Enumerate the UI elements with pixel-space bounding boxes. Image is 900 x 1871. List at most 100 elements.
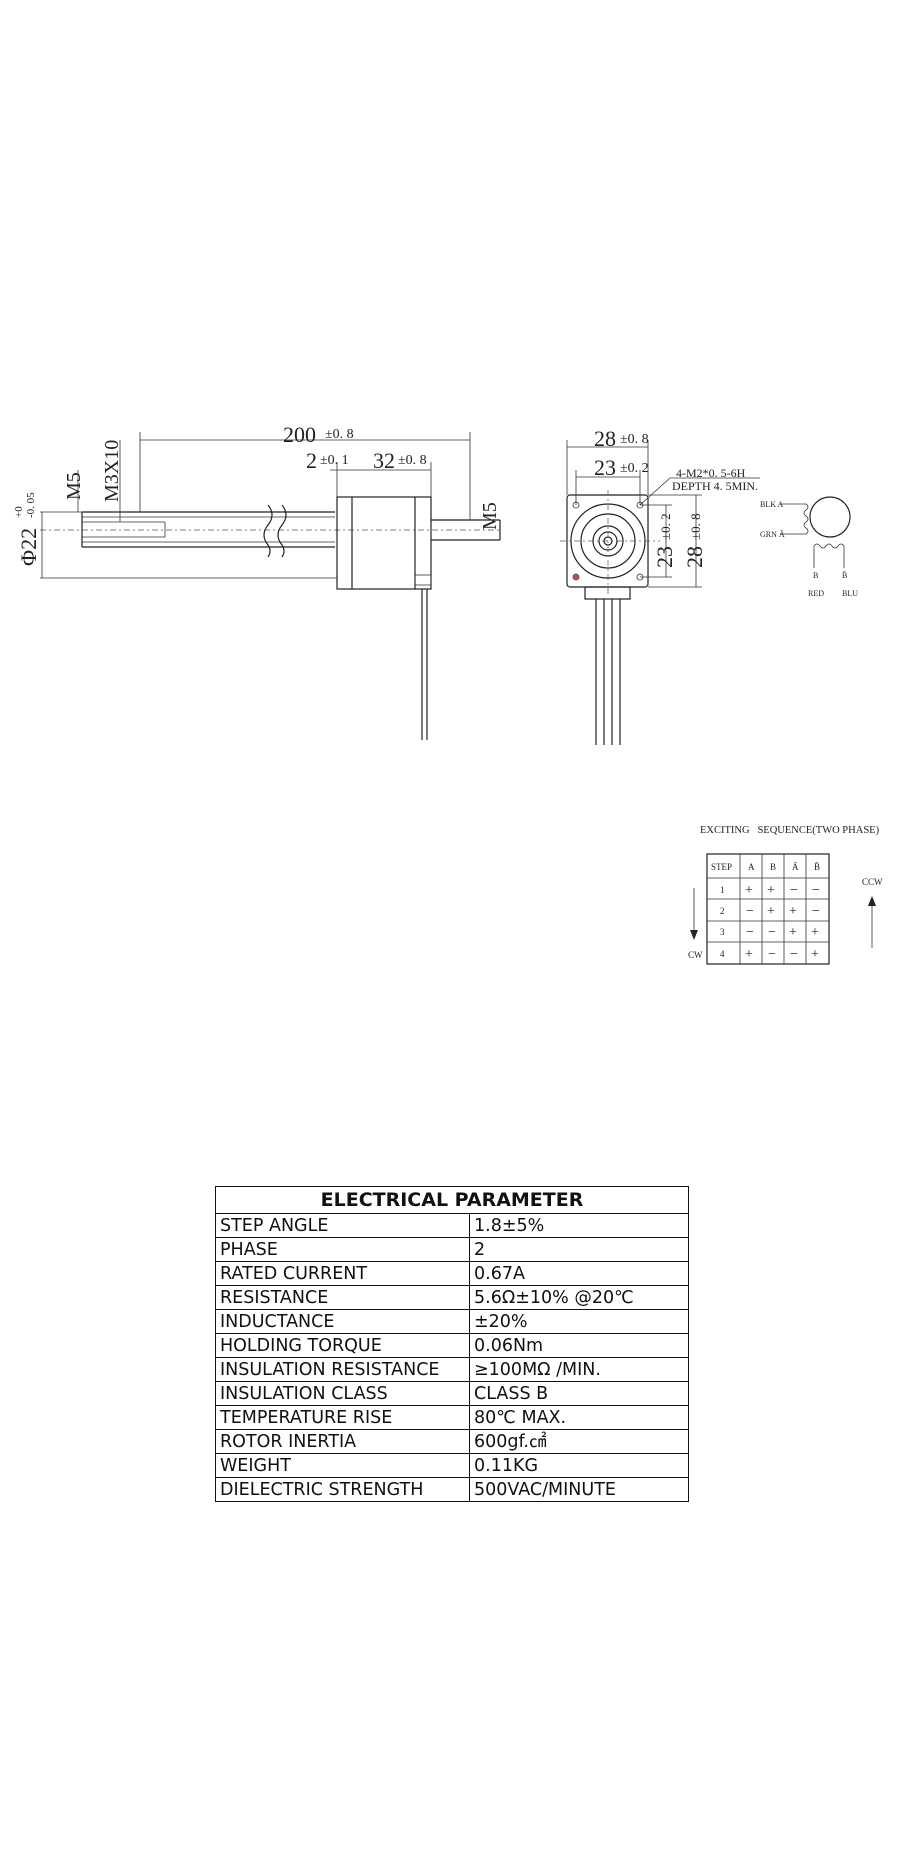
dim-gap-value: 2: [306, 448, 317, 473]
param-name: STEP ANGLE: [215, 1213, 470, 1238]
param-name: ROTOR INERTIA: [215, 1429, 470, 1454]
seq-4-bbar: +: [811, 947, 819, 962]
hole-note-line1: 4-M2*0. 5-6H: [676, 466, 746, 480]
param-value: ±20%: [469, 1309, 689, 1334]
thread-right-label: M5: [479, 502, 501, 530]
dim-outer-width-tol: ±0. 8: [620, 432, 649, 447]
param-value: 600gf.㎠: [469, 1429, 689, 1454]
cw-arrow-head: [690, 930, 698, 940]
ccw-label: CCW: [862, 877, 883, 887]
param-value: CLASS B: [469, 1381, 689, 1406]
seq-step-1: 1: [720, 885, 725, 895]
wire-label-blu: BLU: [842, 589, 858, 598]
dim-total-value: 200: [283, 422, 316, 447]
wire-label-b: B: [813, 571, 818, 580]
dim-body-value: 32: [373, 448, 395, 473]
side-view: 200 ±0. 8 2 ±0. 1 32 ±0. 8 Φ22 +0 -0. 05…: [13, 422, 501, 740]
dim-inner-height: 23: [652, 546, 677, 568]
wire-label-blk-a: BLK A: [760, 500, 784, 509]
dim-diameter-value: Φ22: [16, 528, 41, 566]
param-value: 5.6Ω±10% @20℃: [469, 1285, 689, 1310]
param-name: HOLDING TORQUE: [215, 1333, 470, 1358]
thread-left-label: M5: [63, 472, 85, 500]
dim-total-tolerance: ±0. 8: [325, 427, 354, 442]
param-name: INSULATION RESISTANCE: [215, 1357, 470, 1382]
dim-gap-tolerance: ±0. 1: [320, 453, 349, 468]
dim-outer-height: 28: [682, 546, 707, 568]
coil-a-winding: [803, 503, 809, 535]
seq-1-abar: −: [790, 883, 798, 898]
seq-4-b: −: [768, 947, 776, 962]
param-value: 0.06Nm: [469, 1333, 689, 1358]
param-value: 1.8±5%: [469, 1213, 689, 1238]
motor-coil-circle: [809, 496, 851, 538]
hole-note-line2: DEPTH 4. 5MIN.: [672, 479, 758, 493]
dim-diameter-tol-lower: -0. 05: [25, 492, 37, 518]
seq-2-b: +: [767, 904, 775, 919]
param-name: TEMPERATURE RISE: [215, 1405, 470, 1430]
seq-step-4: 4: [720, 949, 725, 959]
table-title-row: ELECTRICAL PARAMETER: [215, 1186, 689, 1214]
table-row: INDUCTANCE±20%: [215, 1309, 689, 1334]
dim-body-tolerance: ±0. 8: [398, 453, 427, 468]
front-view: 28 ±0. 8 23 ±0. 2 4-M2*0. 5-6H DEPTH 4. …: [560, 426, 760, 745]
param-name: DIELECTRIC STRENGTH: [215, 1477, 470, 1502]
param-name: RESISTANCE: [215, 1285, 470, 1310]
param-name: WEIGHT: [215, 1453, 470, 1478]
dim-outer-width: 28: [594, 426, 616, 451]
seq-3-a: −: [746, 925, 754, 940]
param-name: INDUCTANCE: [215, 1309, 470, 1334]
seq-2-abar: +: [789, 904, 797, 919]
seq-3-abar: +: [789, 925, 797, 940]
param-name: RATED CURRENT: [215, 1261, 470, 1286]
wire-label-grn-abar: GRN Ā: [760, 530, 785, 539]
seq-1-b: +: [767, 883, 775, 898]
sequence-title: EXCITING SEQUENCE(TWO PHASE): [700, 825, 880, 836]
ccw-arrow-head: [868, 896, 876, 906]
seq-header-step: STEP: [711, 862, 732, 872]
seq-3-b: −: [768, 925, 776, 940]
param-value: 0.67A: [469, 1261, 689, 1286]
dim-inner-height-tol: ±0. 2: [658, 513, 673, 540]
exciting-sequence: EXCITING SEQUENCE(TWO PHASE) STEP A B Ā …: [688, 825, 883, 965]
dim-diameter-tol-upper: +0: [13, 506, 25, 518]
param-value: 500VAC/MINUTE: [469, 1477, 689, 1502]
table-row: INSULATION RESISTANCE≥100MΩ /MIN.: [215, 1357, 689, 1382]
param-name: PHASE: [215, 1237, 470, 1262]
seq-4-a: +: [745, 947, 753, 962]
table-title: ELECTRICAL PARAMETER: [215, 1186, 689, 1214]
param-value: 80℃ MAX.: [469, 1405, 689, 1430]
wire-label-red: RED: [808, 589, 824, 598]
seq-header-b: B: [770, 862, 776, 872]
param-name: INSULATION CLASS: [215, 1381, 470, 1406]
dim-inner-width-tol: ±0. 2: [620, 461, 649, 476]
param-value: 2: [469, 1237, 689, 1262]
seq-header-bbar: B̄: [814, 862, 820, 872]
seq-step-2: 2: [720, 906, 725, 916]
coil-b-winding: [813, 543, 845, 549]
param-value: ≥100MΩ /MIN.: [469, 1357, 689, 1382]
wiring-schematic: BLK A GRN Ā B B̄ RED BLU: [760, 496, 858, 598]
cw-label: CW: [688, 950, 703, 960]
seq-4-abar: −: [790, 947, 798, 962]
seq-header-abar: Ā: [792, 862, 799, 872]
dim-outer-height-tol: ±0. 8: [688, 513, 703, 540]
param-value: 0.11KG: [469, 1453, 689, 1478]
seq-1-a: +: [745, 883, 753, 898]
seq-2-bbar: −: [812, 904, 820, 919]
seq-3-bbar: +: [811, 925, 819, 940]
thread-hole-label: M3X10: [101, 440, 123, 502]
seq-2-a: −: [746, 904, 754, 919]
